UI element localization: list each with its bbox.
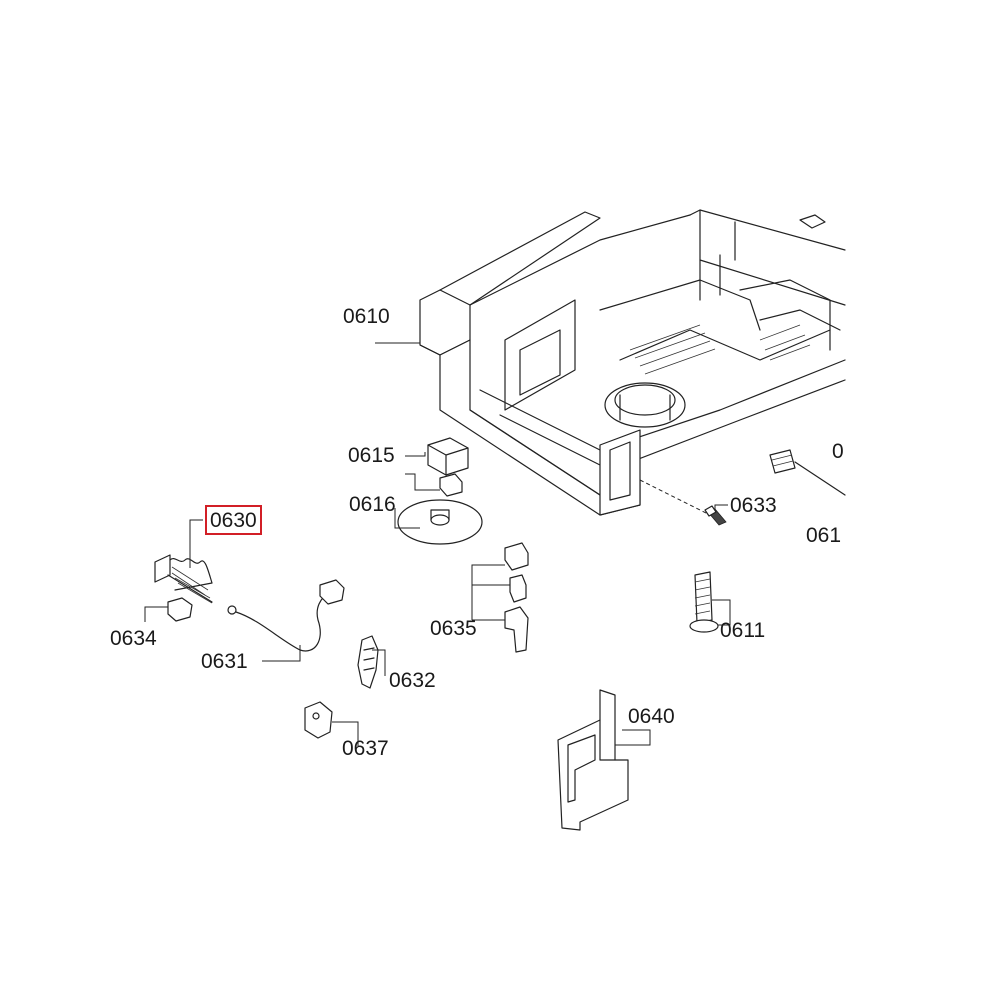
part-label-0610: 0610 [343,305,390,328]
part-0631-drawing [227,579,345,652]
part-label-0634: 0634 [110,627,157,650]
base-frame-drawing [419,209,846,521]
leader-lines [144,342,731,746]
part-label-0633: 0633 [730,494,777,517]
part-0632-drawing [357,635,379,689]
part-0615-drawing [427,437,469,497]
part-0630-drawing [154,554,213,604]
part-label-0615: 0615 [348,444,395,467]
part-0633-drawing [704,505,727,526]
part-0640-drawing [557,689,629,831]
part-label-0616: 0616 [349,493,396,516]
part-label-0640: 0640 [628,705,675,728]
part-0611-drawing [689,571,719,633]
part-label-0630: 0630 [205,505,262,535]
part-label-0-cropped: 0 [832,440,844,463]
part-0616-drawing [397,499,483,545]
part-label-0611: 0611 [720,619,766,642]
part-label-0632: 0632 [389,669,436,692]
part-label-061-cropped: 061 [806,524,842,547]
right-spring-drawing [769,449,846,496]
part-label-0631: 0631 [201,650,248,673]
part-0634-drawing [167,597,193,622]
part-label-0635: 0635 [430,617,477,640]
part-0637-drawing [304,701,333,739]
part-0635-drawing [504,542,529,653]
part-label-0637: 0637 [342,737,389,760]
